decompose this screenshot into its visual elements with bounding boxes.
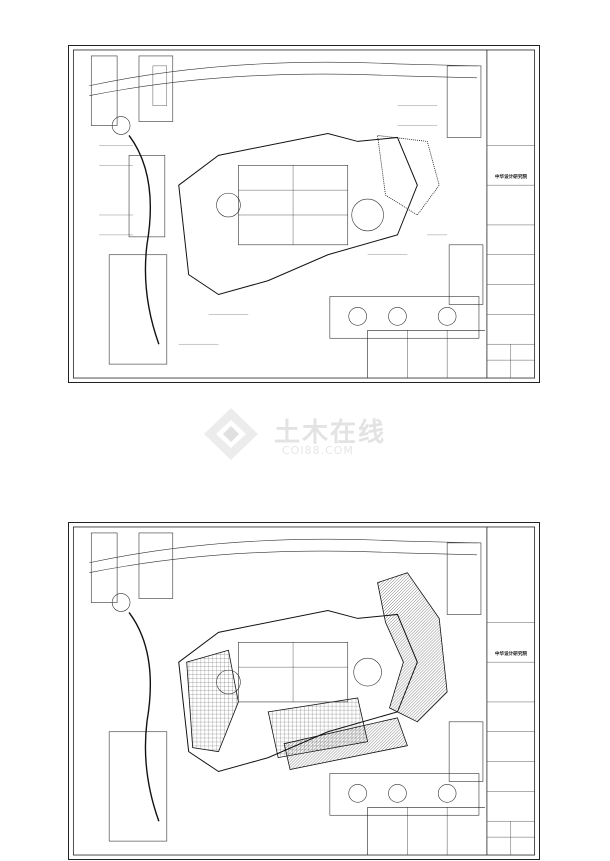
watermark-brand-cn: 土木在线 <box>274 418 387 448</box>
site-plan-bottom <box>72 526 536 856</box>
drawing-sheet-top: 中华设计研究院 <box>68 45 540 383</box>
site-plan-top <box>72 49 536 379</box>
drawing-sheet-bottom: 中华设计研究院 <box>68 522 540 860</box>
title-block-company: 中华设计研究院 <box>494 174 528 179</box>
title-block-company: 中华设计研究院 <box>494 651 528 656</box>
watermark: 土木在线 COI88.COM <box>196 404 416 464</box>
watermark-logo-icon <box>204 408 258 460</box>
watermark-brand-domain: COI88.COM <box>282 444 354 457</box>
